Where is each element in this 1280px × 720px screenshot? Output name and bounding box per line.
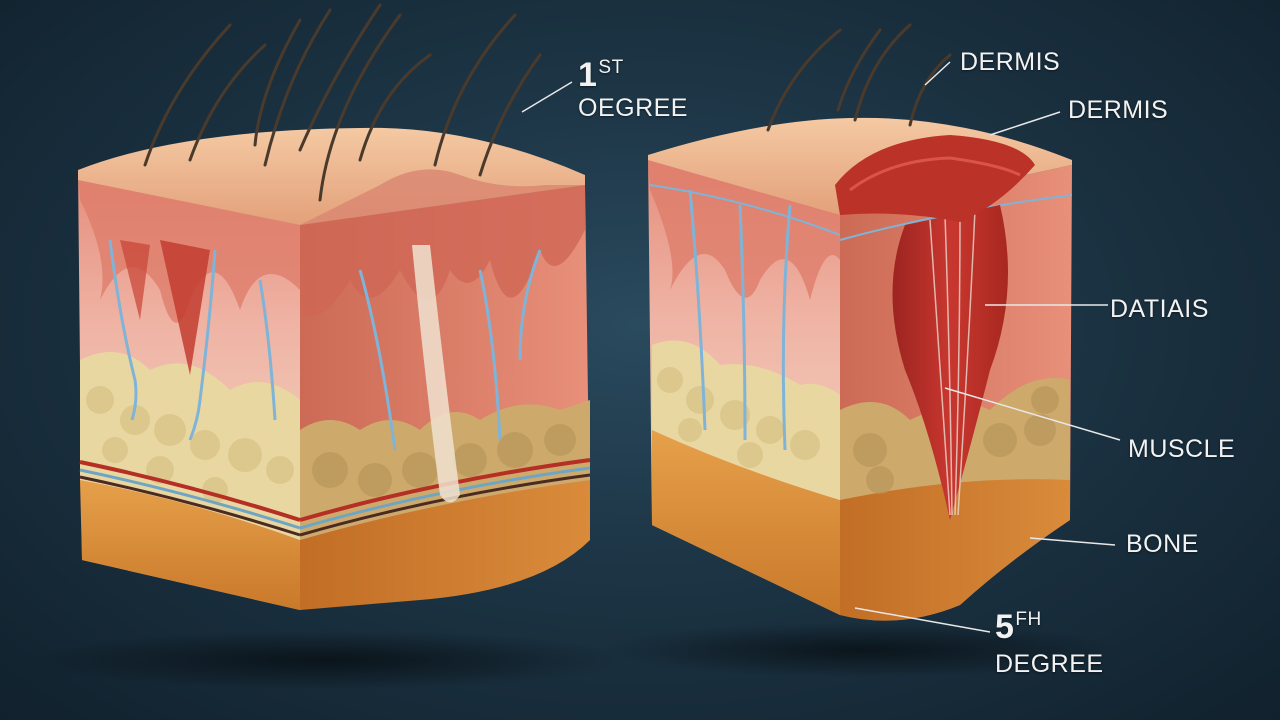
left-block-shadow [30, 630, 630, 690]
right-block-shadow [600, 622, 1120, 678]
first-degree-skin-block [78, 3, 591, 610]
first-degree-suffix: ST [598, 57, 624, 78]
leader-first-degree [521, 81, 573, 113]
left-front-base [80, 480, 300, 610]
bone-label: BONE [1126, 530, 1199, 558]
fifth-degree-word: DEGREE [995, 650, 1104, 678]
first-degree-word: OEGREE [578, 94, 688, 122]
leader-bone [1029, 537, 1116, 546]
burn-crater [835, 135, 1035, 222]
leader-muscle [944, 387, 1121, 441]
first-degree-label: 1ST [578, 58, 624, 92]
leader-dermis-second [989, 111, 1061, 136]
dermis-label-top: DERMIS [960, 48, 1061, 76]
datiais-label: DATIAIS [1110, 295, 1209, 323]
dermis-label-second: DERMIS [1068, 96, 1169, 124]
fifth-degree-label: 5FH [995, 610, 1042, 644]
muscle-label: MUSCLE [1128, 435, 1236, 463]
fifth-degree-skin-block [648, 23, 1073, 621]
first-degree-number: 1 [578, 56, 598, 94]
fifth-degree-number: 5 [995, 608, 1015, 646]
leader-fifth-degree [854, 607, 991, 633]
fifth-degree-suffix: FH [1015, 609, 1042, 630]
muscle-tissue [892, 205, 1008, 520]
leader-dermis-top [924, 61, 951, 86]
